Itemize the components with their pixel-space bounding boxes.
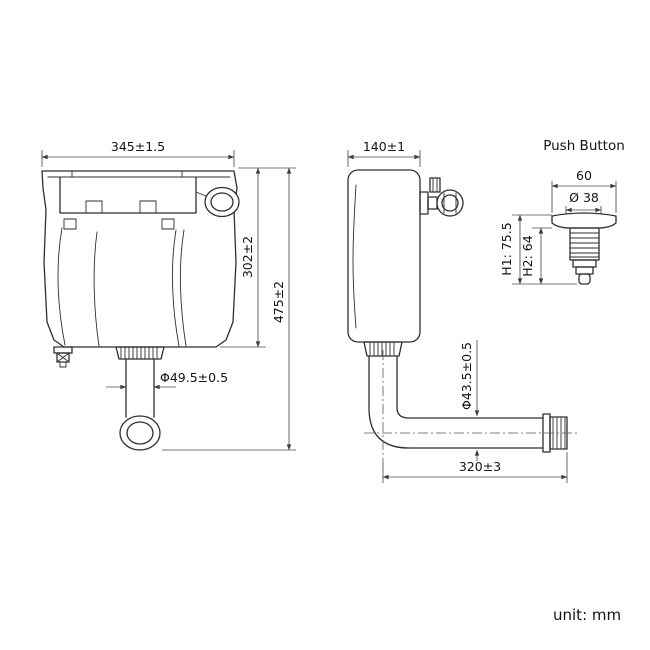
tank-top-ticks bbox=[71, 170, 183, 178]
lid-notch-left bbox=[85, 200, 103, 214]
side-inlet-valve bbox=[419, 177, 464, 217]
pipe-flange-inner bbox=[126, 421, 154, 445]
push-button-body bbox=[551, 212, 617, 285]
body-tab-left bbox=[63, 218, 77, 230]
dim-side-depth: 140±1 bbox=[347, 139, 421, 167]
dim-pipe-diameter: Φ43.5±0.5 bbox=[459, 340, 480, 461]
access-lid bbox=[59, 176, 197, 214]
pipe-centerlines bbox=[364, 350, 578, 462]
lid-notch-right bbox=[139, 200, 157, 214]
flush-valve-cap-outer bbox=[204, 186, 240, 218]
dim-label-total-height: 475±2 bbox=[271, 281, 286, 323]
outlet-assembly bbox=[115, 346, 165, 451]
dim-pipe-length: 320±3 bbox=[382, 452, 568, 483]
dim-button-width: 60 bbox=[551, 168, 617, 213]
dim-button-h1: H1: 75.5 bbox=[499, 214, 577, 285]
side-body-contour bbox=[352, 184, 357, 329]
dim-button-h2: H2: 64 bbox=[520, 227, 552, 285]
button-barb-ring-1 bbox=[572, 259, 597, 268]
side-outlet-pipe bbox=[363, 341, 578, 462]
dim-label-button-diameter: Ø 38 bbox=[569, 190, 599, 205]
side-body-outline bbox=[347, 169, 421, 343]
dim-label-pipe-length: 320±3 bbox=[459, 459, 501, 474]
dim-label-tank-height: 302±2 bbox=[240, 236, 255, 278]
unit-label: unit: mm bbox=[553, 606, 621, 624]
dim-front-width: 345±1.5 bbox=[41, 139, 235, 167]
body-contour-lines bbox=[57, 227, 187, 347]
button-tip bbox=[578, 273, 591, 285]
dim-outlet-diameter: Φ49.5±0.5 bbox=[106, 370, 228, 390]
button-cap bbox=[551, 212, 617, 229]
dim-button-diameter: Ø 38 bbox=[565, 190, 602, 214]
button-barb-ring-2 bbox=[575, 266, 594, 275]
flush-pipe bbox=[125, 358, 155, 418]
dim-label-side-depth: 140±1 bbox=[363, 139, 405, 154]
flush-valve-cap-inner bbox=[210, 192, 234, 212]
cistern-side-view bbox=[347, 169, 578, 462]
pipe-flange-outer bbox=[119, 415, 161, 451]
body-tab-right bbox=[161, 218, 175, 230]
dim-label-outlet-diameter: Φ49.5±0.5 bbox=[160, 370, 228, 385]
dim-label-front-width: 345±1.5 bbox=[111, 139, 165, 154]
dim-total-height: 475±2 bbox=[162, 167, 296, 451]
push-button-detail: Push Button 60 Ø 38 H1: 75.5 bbox=[499, 138, 625, 285]
push-button-title: Push Button bbox=[543, 138, 625, 154]
inlet-fitting bbox=[53, 346, 73, 368]
dim-label-button-width: 60 bbox=[576, 168, 592, 183]
dim-tank-height: 302±2 bbox=[220, 167, 296, 348]
dim-label-button-h1: H1: 75.5 bbox=[499, 222, 514, 275]
cistern-front-view bbox=[41, 170, 240, 451]
cap-leader-line bbox=[195, 191, 207, 197]
dim-label-pipe-diameter: Φ43.5±0.5 bbox=[459, 342, 474, 410]
dim-label-button-h2: H2: 64 bbox=[520, 235, 535, 276]
